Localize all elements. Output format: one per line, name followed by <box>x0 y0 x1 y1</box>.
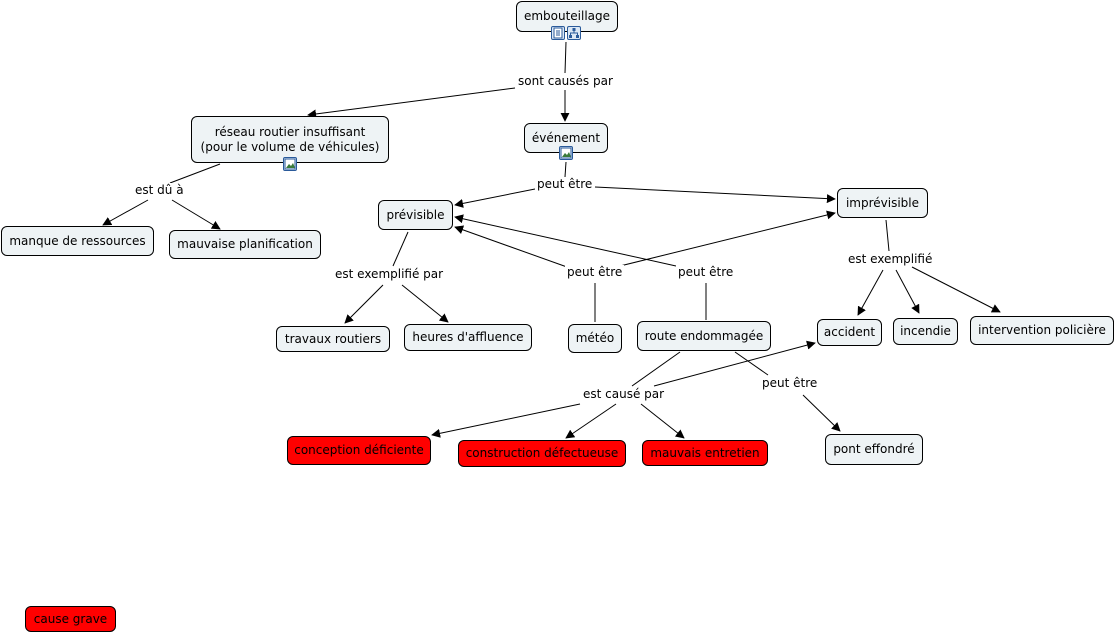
image-icon[interactable] <box>283 157 297 171</box>
link-label-est-du-a: est dû à <box>133 183 186 197</box>
concept-mauvais-entretien[interactable]: mauvais entretien <box>642 440 768 466</box>
concept-label: travaux routiers <box>284 331 382 346</box>
concept-label: construction défectueuse <box>465 446 619 460</box>
concept-label: incendie <box>900 324 951 338</box>
concept-label: mauvaise planification <box>177 237 313 251</box>
concept-evenement[interactable]: événement <box>524 123 608 153</box>
concept-label: événement <box>531 130 601 145</box>
link-label-peut-etre: peut être <box>535 177 595 191</box>
link-label-est-exemplifie-par: est exemplifié par <box>333 267 446 281</box>
concept-heures-affluence[interactable]: heures d'affluence <box>404 324 532 351</box>
concept-reseau-routier[interactable]: réseau routier insuffisant (pour le volu… <box>191 116 389 163</box>
concept-travaux-routiers[interactable]: travaux routiers <box>276 326 390 352</box>
concept-label: météo <box>575 331 615 345</box>
link-label-peut-etre: peut être <box>676 265 736 279</box>
concept-meteo[interactable]: météo <box>568 324 622 353</box>
legend-label: cause grave <box>33 611 108 626</box>
concept-label-line1: réseau routier insuffisant <box>214 124 366 139</box>
image-icon[interactable] <box>559 146 573 160</box>
concept-conception-deficiente[interactable]: conception déficiente <box>287 436 431 465</box>
concept-label: heures d'affluence <box>412 330 524 344</box>
concept-imprevisible[interactable]: imprévisible <box>837 188 928 218</box>
concept-construction-defectueuse[interactable]: construction défectueuse <box>458 440 626 467</box>
concept-label: prévisible <box>386 207 445 222</box>
concept-intervention-policiere[interactable]: intervention policière <box>970 316 1114 345</box>
submap-icon[interactable] <box>567 26 581 40</box>
concept-label: mauvais entretien <box>650 445 760 460</box>
legend-cause-grave: cause grave <box>25 606 116 632</box>
concept-route-endommagee[interactable]: route endommagée <box>637 321 771 351</box>
concept-incendie[interactable]: incendie <box>893 318 958 345</box>
concept-manque-ressources[interactable]: manque de ressources <box>1 226 154 256</box>
link-label-est-cause-par: est causé par <box>581 387 667 401</box>
concept-label-line2: (pour le volume de véhicules) <box>200 139 380 154</box>
concept-previsible[interactable]: prévisible <box>378 200 453 230</box>
link-label-peut-etre: peut être <box>565 265 625 279</box>
concept-label: conception déficiente <box>294 443 424 457</box>
concept-label: accident <box>823 325 876 339</box>
concept-label: route endommagée <box>644 328 764 343</box>
concept-label: manque de ressources <box>9 233 146 248</box>
document-icon[interactable] <box>551 26 565 40</box>
link-label-peut-etre: peut être <box>760 376 820 390</box>
concept-mauvaise-planification[interactable]: mauvaise planification <box>169 230 321 259</box>
link-label-sont-causes-par: sont causés par <box>516 74 615 88</box>
concept-pont-effondre[interactable]: pont effondré <box>825 434 923 465</box>
concept-label: imprévisible <box>845 195 920 210</box>
link-label-est-exemplifie: est exemplifié <box>846 252 935 266</box>
concept-label: pont effondré <box>833 442 915 456</box>
concept-label: embouteillage <box>523 9 611 23</box>
concept-label: intervention policière <box>978 323 1106 337</box>
concept-accident[interactable]: accident <box>817 319 882 346</box>
